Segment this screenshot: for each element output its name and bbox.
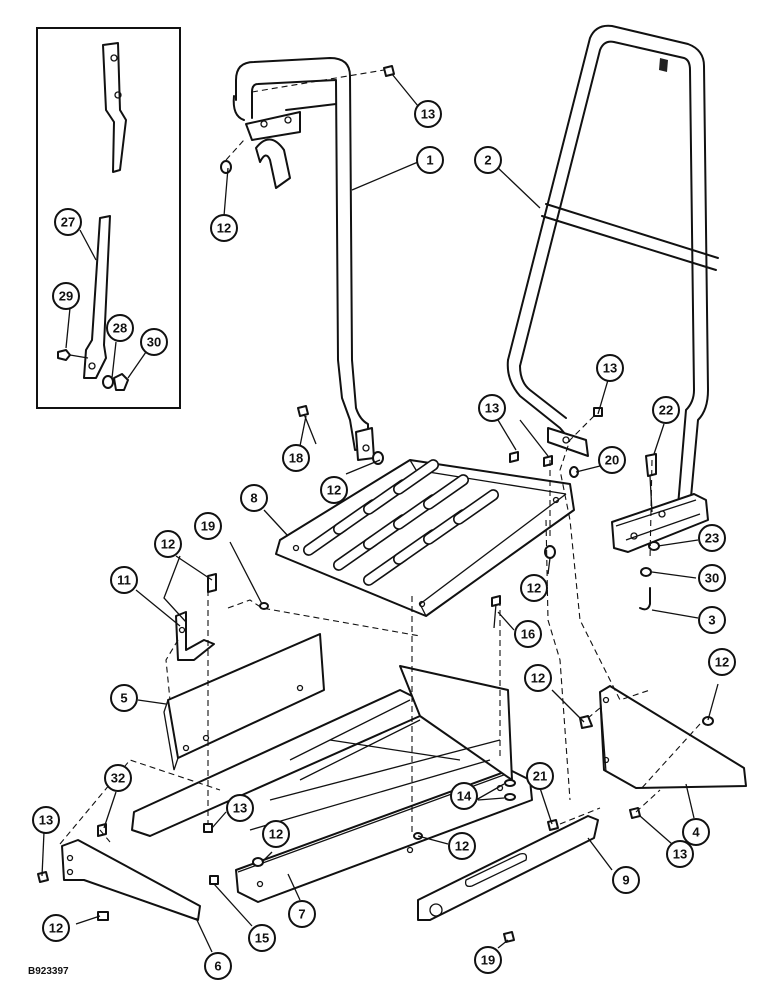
callout-13: 13 (32, 806, 60, 834)
callout-12: 12 (524, 664, 552, 692)
floor-plate-8 (275, 459, 575, 617)
callout-13: 13 (414, 100, 442, 128)
svg-text:28: 28 (113, 321, 127, 336)
callout-19: 19 (474, 946, 502, 974)
svg-text:21: 21 (533, 769, 547, 784)
svg-text:12: 12 (327, 483, 341, 498)
bracket-6 (61, 839, 201, 921)
svg-text:13: 13 (421, 107, 435, 122)
svg-text:22: 22 (659, 403, 673, 418)
callout-20: 20 (598, 446, 626, 474)
svg-text:12: 12 (455, 839, 469, 854)
callout-30: 30 (140, 328, 168, 356)
svg-text:13: 13 (673, 847, 687, 862)
callout-29: 29 (52, 282, 80, 310)
svg-text:14: 14 (457, 789, 472, 804)
assembly-lines (59, 69, 701, 845)
svg-text:16: 16 (521, 627, 535, 642)
callout-11: 11 (110, 566, 138, 594)
callout-13: 13 (478, 394, 506, 422)
svg-text:32: 32 (111, 771, 125, 786)
svg-text:12: 12 (531, 671, 545, 686)
svg-text:12: 12 (527, 581, 541, 596)
callout-22: 22 (652, 396, 680, 424)
callout-5: 5 (110, 684, 138, 712)
bracket-4 (599, 685, 747, 789)
callout-12: 12 (210, 214, 238, 242)
drawing-reference: B923397 (28, 966, 69, 977)
bracket-22 (611, 453, 709, 611)
svg-text:13: 13 (603, 361, 617, 376)
callout-3: 3 (698, 606, 726, 634)
svg-text:12: 12 (217, 221, 231, 236)
callout-13: 13 (666, 840, 694, 868)
svg-text:2: 2 (484, 153, 491, 168)
svg-text:20: 20 (605, 453, 619, 468)
svg-text:19: 19 (201, 519, 215, 534)
svg-text:12: 12 (269, 827, 283, 842)
plate-9 (417, 815, 599, 921)
svg-text:3: 3 (708, 613, 715, 628)
callout-9: 9 (612, 866, 640, 894)
callout-12: 12 (708, 648, 736, 676)
svg-text:5: 5 (120, 691, 127, 706)
callout-12: 12 (320, 476, 348, 504)
svg-text:13: 13 (233, 801, 247, 816)
svg-text:1: 1 (426, 153, 433, 168)
handrail-1 (232, 57, 375, 461)
callout-2: 2 (474, 146, 502, 174)
svg-text:11: 11 (117, 573, 131, 588)
bracket-11 (175, 611, 215, 661)
handrail-2 (506, 24, 719, 509)
svg-text:12: 12 (715, 655, 729, 670)
svg-text:13: 13 (485, 401, 499, 416)
callout-28: 28 (106, 314, 134, 342)
panel-5 (163, 633, 325, 771)
callout-12: 12 (520, 574, 548, 602)
callout-4: 4 (682, 818, 710, 846)
svg-text:7: 7 (298, 907, 305, 922)
inset-detail (36, 27, 181, 409)
svg-text:18: 18 (289, 451, 303, 466)
svg-text:30: 30 (705, 571, 719, 586)
callout-23: 23 (698, 524, 726, 552)
callout-8: 8 (240, 484, 268, 512)
callout-13: 13 (596, 354, 624, 382)
svg-text:12: 12 (161, 537, 175, 552)
svg-text:4: 4 (692, 825, 700, 840)
hardware (37, 65, 714, 943)
callout-12: 12 (448, 832, 476, 860)
svg-text:13: 13 (39, 813, 53, 828)
callout-15: 15 (248, 924, 276, 952)
svg-text:29: 29 (59, 289, 73, 304)
callout-13: 13 (226, 794, 254, 822)
callout-12: 12 (262, 820, 290, 848)
svg-text:6: 6 (214, 959, 221, 974)
callout-1: 1 (416, 146, 444, 174)
callout-14: 14 (450, 782, 478, 810)
svg-text:30: 30 (147, 335, 161, 350)
callout-19: 19 (194, 512, 222, 540)
callout-16: 16 (514, 620, 542, 648)
callout-21: 21 (526, 762, 554, 790)
callout-12: 12 (42, 914, 70, 942)
callout-32: 32 (104, 764, 132, 792)
callout-30: 30 (698, 564, 726, 592)
svg-text:12: 12 (49, 921, 63, 936)
svg-text:9: 9 (622, 873, 629, 888)
svg-text:8: 8 (250, 491, 257, 506)
callouts: 1 2 3 4 5 6 7 8 9 11 12 12 12 12 12 12 1… (32, 73, 736, 980)
callout-12: 12 (154, 530, 182, 558)
svg-text:23: 23 (705, 531, 719, 546)
svg-text:15: 15 (255, 931, 269, 946)
svg-text:27: 27 (61, 215, 75, 230)
callout-6: 6 (204, 952, 232, 980)
callout-7: 7 (288, 900, 316, 928)
callout-18: 18 (282, 444, 310, 472)
svg-text:19: 19 (481, 953, 495, 968)
callout-27: 27 (54, 208, 82, 236)
